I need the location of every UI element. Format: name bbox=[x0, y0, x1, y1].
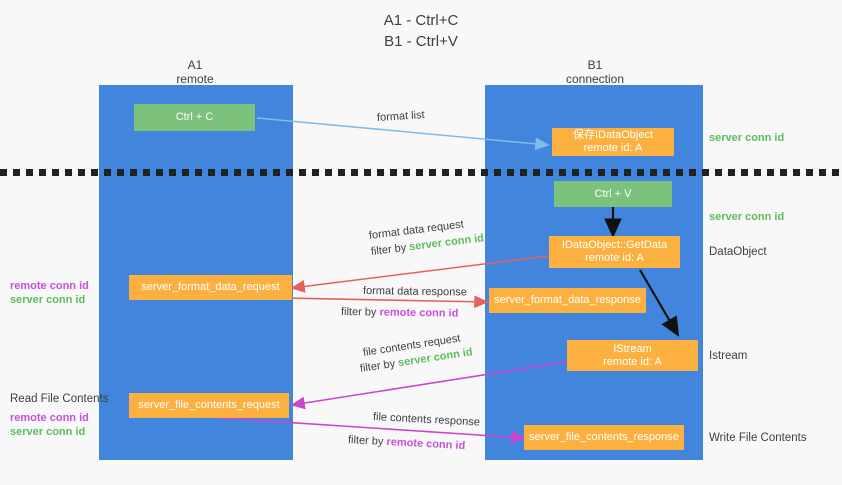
box-istream-line-1: IStream bbox=[613, 342, 652, 355]
box-server-file-contents-response[interactable]: server_file_contents_response bbox=[524, 425, 684, 450]
filter-accent-remote-conn-id: remote conn id bbox=[379, 306, 459, 320]
label-file-server-conn-id: server conn id bbox=[10, 426, 86, 438]
title-line-2: B1 - Ctrl+V bbox=[384, 33, 458, 50]
column-b1-name: B1 bbox=[587, 58, 603, 72]
filter-accent-remote-conn-id: remote conn id bbox=[386, 436, 466, 453]
arrow-label-format-data-response: format data response bbox=[362, 285, 468, 299]
arrow-label-format-list: format list bbox=[376, 109, 425, 124]
box-getdata-line-1: IDataObject::GetData bbox=[561, 239, 668, 251]
filter-prefix: filter by bbox=[347, 434, 387, 449]
box-server-format-data-response[interactable]: server_format_data_response bbox=[489, 288, 646, 313]
arrow-label-file-contents-response: file contents response bbox=[372, 411, 481, 429]
box-ctrl-c[interactable]: Ctrl + C bbox=[134, 104, 255, 131]
filter-prefix: filter by bbox=[359, 357, 399, 375]
box-idataobject-line-1: 保存IDataObject bbox=[572, 129, 654, 141]
box-idataobject-line-2: remote id: A bbox=[583, 142, 643, 154]
label-read-file-contents: Read File Contents bbox=[10, 393, 109, 405]
label-write-file-contents: Write File Contents bbox=[709, 432, 807, 444]
box-ctrl-v[interactable]: Ctrl + V bbox=[554, 181, 672, 207]
label-file-remote-conn-id: remote conn id bbox=[10, 412, 89, 424]
box-ctrl-c-label: Ctrl + C bbox=[175, 111, 214, 123]
column-a1-name: A1 bbox=[187, 58, 203, 72]
box-ctrl-v-label: Ctrl + V bbox=[594, 187, 632, 200]
diagram-title: A1 - Ctrl+C B1 - Ctrl+V bbox=[0, 10, 842, 52]
filter-prefix: filter by bbox=[370, 241, 410, 258]
box-server-file-contents-response-label: server_file_contents_response bbox=[529, 431, 679, 443]
label-server-conn-id-mid: server conn id bbox=[709, 211, 785, 223]
title-line-1: A1 - Ctrl+C bbox=[383, 12, 459, 29]
box-server-file-contents-request-label: server_file_contents_request bbox=[138, 399, 280, 411]
label-istream: Istream bbox=[709, 350, 748, 362]
label-dataobject: DataObject bbox=[709, 246, 767, 258]
filter-prefix: filter by bbox=[340, 306, 380, 319]
label-format-server-conn-id: server conn id bbox=[10, 294, 86, 306]
arrow-label-file-contents-response-filter: filter by remote conn id bbox=[348, 433, 466, 453]
box-server-format-data-request-label: server_format_data_request bbox=[141, 281, 280, 293]
phase-divider bbox=[0, 169, 842, 176]
column-header-a1: A1 remote bbox=[120, 58, 270, 86]
box-istream-line-2: remote id: A bbox=[603, 355, 662, 368]
arrow-label-format-data-response-filter: filter by remote conn id bbox=[341, 305, 459, 321]
label-server-conn-id-top: server conn id bbox=[709, 132, 785, 144]
column-b1-sub: connection bbox=[565, 72, 625, 86]
box-server-format-data-request[interactable]: server_format_data_request bbox=[129, 275, 292, 300]
column-a1-sub: remote bbox=[176, 72, 214, 86]
box-idataobject[interactable]: 保存IDataObject remote id: A bbox=[552, 128, 674, 156]
box-idataobject-getdata[interactable]: IDataObject::GetData remote id: A bbox=[549, 236, 680, 268]
box-server-file-contents-request[interactable]: server_file_contents_request bbox=[129, 393, 289, 418]
box-getdata-line-2: remote id: A bbox=[585, 252, 644, 264]
box-istream[interactable]: IStream remote id: A bbox=[567, 340, 698, 371]
box-server-format-data-response-label: server_format_data_response bbox=[494, 294, 641, 306]
column-header-b1: B1 connection bbox=[520, 58, 670, 86]
label-format-remote-conn-id: remote conn id bbox=[10, 280, 89, 292]
